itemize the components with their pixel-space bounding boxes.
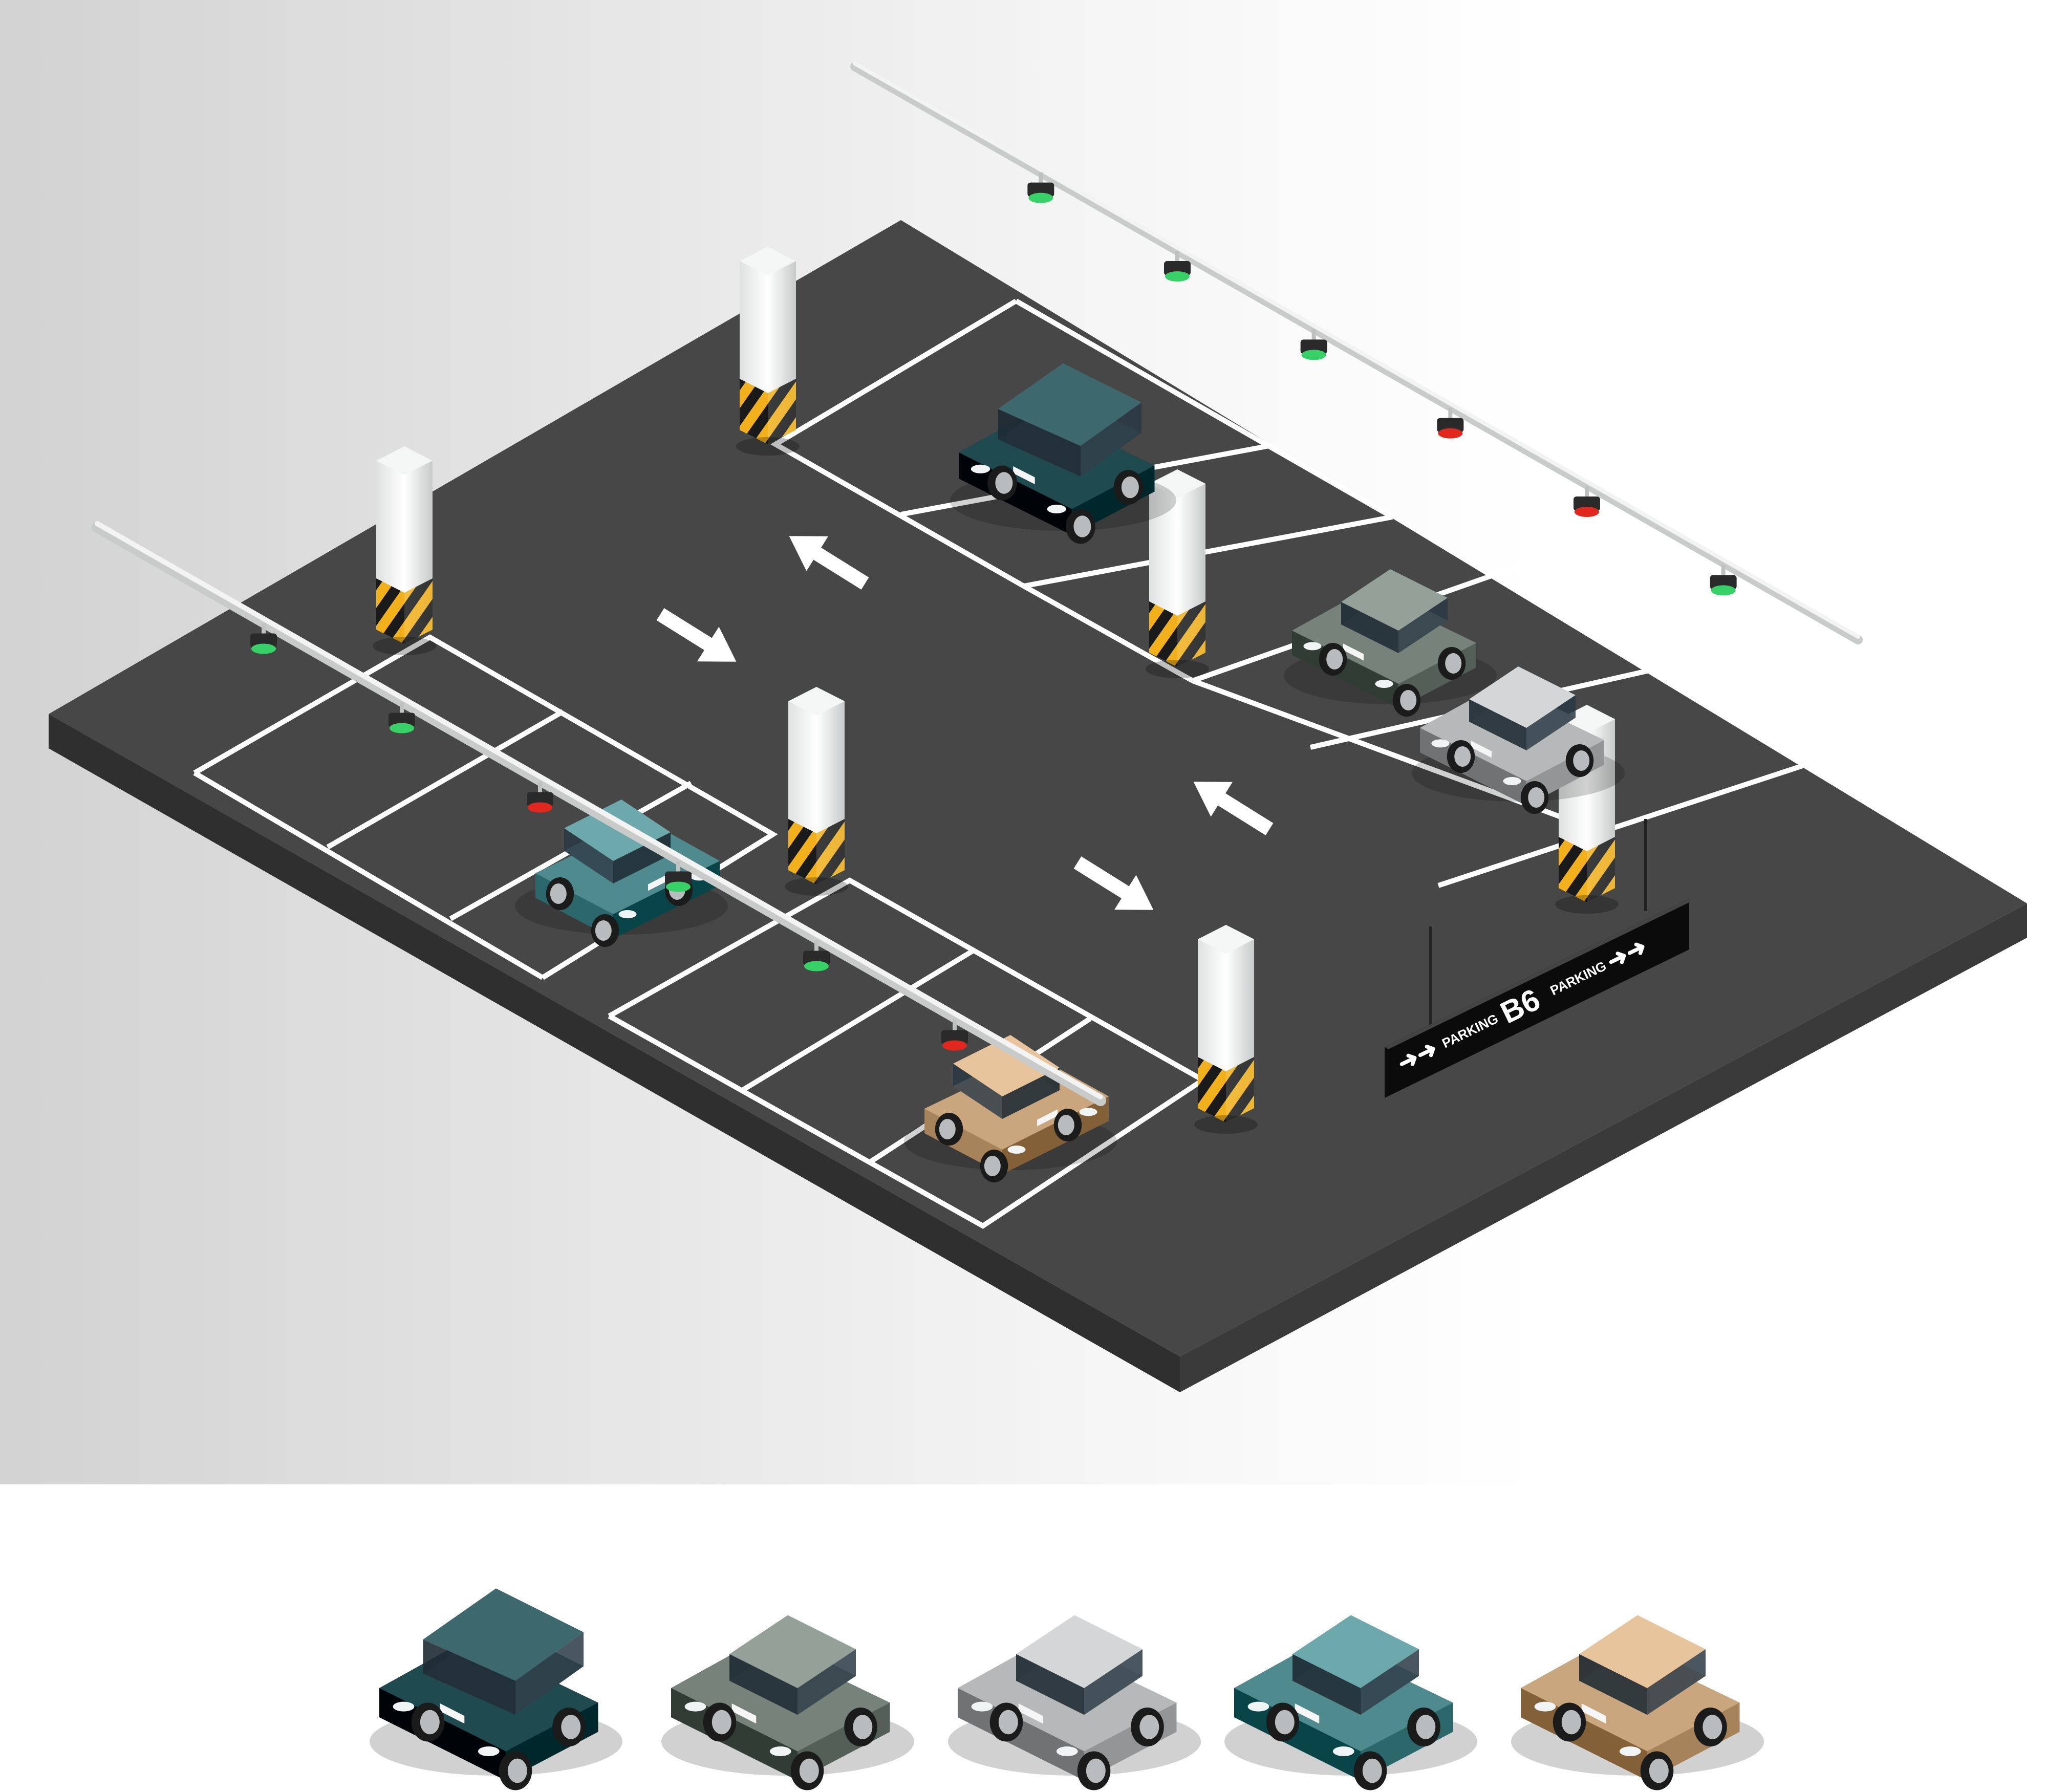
parked-cars (515, 363, 1625, 1182)
catalog-silver-sedan (948, 1615, 1201, 1790)
top-rail-sensor-occupied (1437, 407, 1464, 439)
catalog-teal-sedan (1224, 1615, 1477, 1790)
top-rail-sensor-occupied (1574, 486, 1600, 517)
slab-top (49, 220, 2027, 1356)
slab-right-side (1180, 903, 2027, 1392)
sign-board (1385, 898, 1689, 1098)
top-sensor-rail (850, 61, 1863, 644)
left-rail-sensor-free (803, 940, 830, 971)
top-bays-outline (770, 298, 1025, 589)
top-rail-sensor-free (1164, 251, 1191, 282)
pillar (1194, 925, 1258, 1134)
catalog-tan-sedan (1511, 1615, 1764, 1790)
top-rail-sensor-free (1027, 172, 1054, 203)
car-tan-sedan (904, 1035, 1117, 1182)
left-rail-sensor-occupied (941, 1020, 968, 1051)
top-rail-sensor-free (1710, 565, 1737, 596)
pillar (736, 247, 800, 456)
pillar (785, 687, 848, 896)
pillar (1146, 469, 1209, 678)
parking-slab (49, 220, 2027, 1392)
parking-sign: ➜➜ PARKING B6 PARKING ➜➜ (1385, 819, 1692, 1098)
left-rail-sensor-occupied (527, 782, 553, 813)
car-sage-sedan (1284, 569, 1497, 717)
left-rail-sensor-free (665, 861, 692, 892)
left-rail-sensor-free (389, 702, 415, 733)
left-sensor-rail (92, 521, 1106, 1106)
pillar (373, 446, 436, 655)
catalog-suv (370, 1588, 622, 1790)
top-rail-sensor-free (1300, 329, 1327, 360)
catalog-sage-sedan (661, 1615, 914, 1790)
car-suv (950, 363, 1176, 544)
car-catalog (370, 1588, 1764, 1790)
car-silver-sedan (1412, 666, 1625, 814)
slab-left-side (49, 714, 1180, 1392)
left-rail-sensor-free (250, 623, 277, 654)
